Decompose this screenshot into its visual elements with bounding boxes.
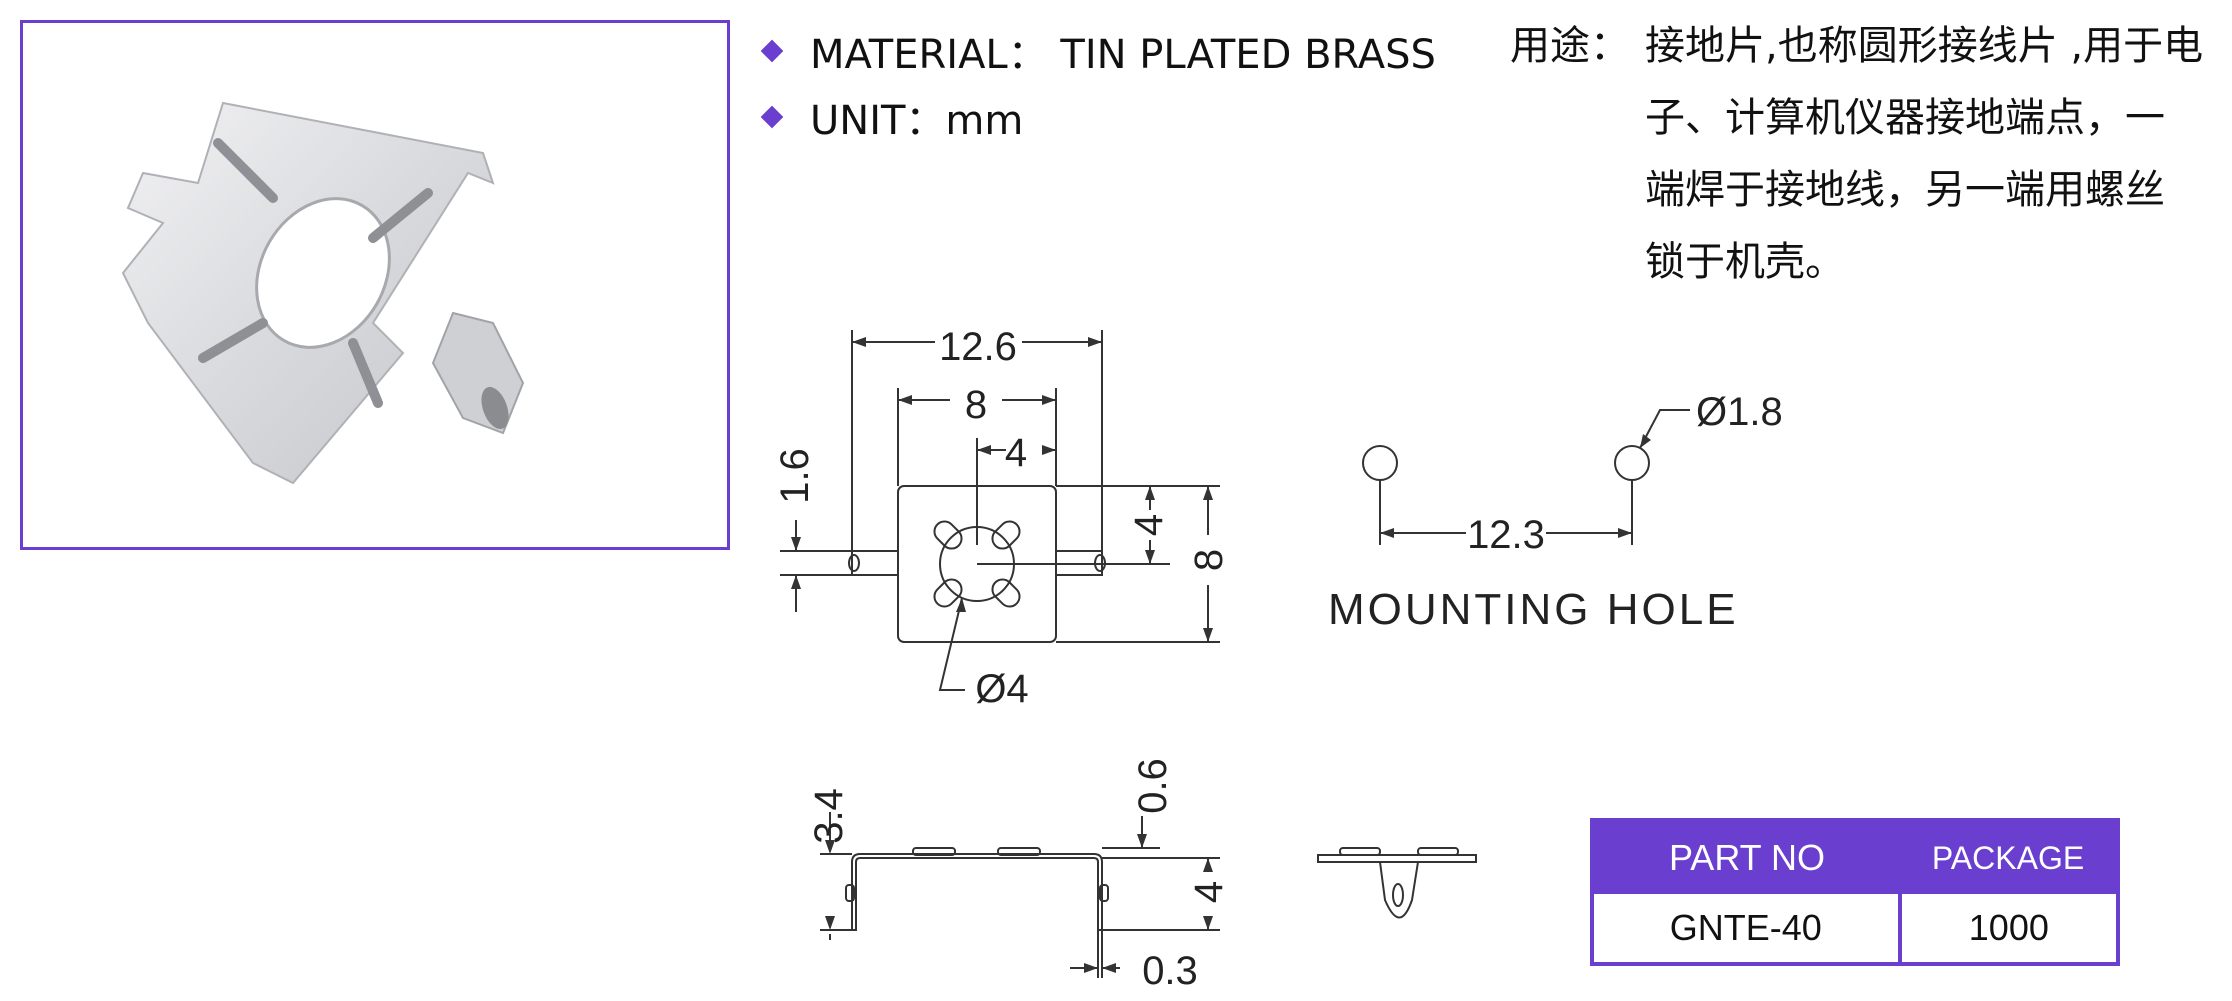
mount-hole-left bbox=[1362, 445, 1398, 481]
dim-tab-width: 1.6 bbox=[773, 448, 817, 504]
table-row: GNTE-40 1000 bbox=[1594, 894, 2116, 962]
usage-line-2: 子、计算机仪器接地端点，一 bbox=[1645, 95, 2165, 141]
dim-width-body: 8 bbox=[965, 383, 987, 427]
dim-mount-spacing: 12.3 bbox=[1467, 513, 1545, 557]
terminal-photo-illustration bbox=[121, 101, 525, 485]
product-photo bbox=[20, 20, 730, 550]
dim-hole-dia: Ø4 bbox=[975, 667, 1028, 711]
cell-part-no: GNTE-40 bbox=[1594, 894, 1902, 962]
dim-tab-thickness: 0.3 bbox=[1142, 949, 1198, 993]
dim-mount-dia: Ø1.8 bbox=[1696, 390, 1783, 434]
mounting-hole-caption: MOUNTING HOLE bbox=[1328, 585, 1739, 634]
end-view bbox=[1317, 847, 1477, 919]
spec-unit-text: UNIT：mm bbox=[810, 98, 1024, 144]
header-part-no: PART NO bbox=[1668, 837, 1826, 878]
header-package: PACKAGE bbox=[1931, 839, 2085, 876]
usage-label: 用途： bbox=[1510, 23, 1630, 69]
spec-material: MATERIAL： TIN PLATED BRASS bbox=[760, 18, 1436, 84]
cell-package: 1000 bbox=[1968, 907, 2049, 948]
dim-side-lower: 4 bbox=[1187, 881, 1231, 903]
dim-center-offset: 4 bbox=[1005, 431, 1027, 475]
left-tab bbox=[851, 550, 899, 576]
usage-line-3: 端焊于接地线，另一端用螺丝 bbox=[1645, 167, 2165, 213]
spec-list: MATERIAL： TIN PLATED BRASS UNIT：mm bbox=[760, 18, 1436, 150]
dim-body-height: 8 bbox=[1187, 549, 1231, 571]
dim-thickness: 0.6 bbox=[1131, 758, 1175, 814]
dim-side-height: 3.4 bbox=[807, 788, 851, 844]
usage-line-1: 接地片,也称圆形接线片 ,用于电 bbox=[1645, 23, 2204, 69]
table-header-row: PART NO PACKAGE bbox=[1594, 822, 2116, 894]
mount-hole-right bbox=[1614, 445, 1650, 481]
side-view-profile bbox=[851, 853, 1103, 931]
dim-width-overall: 12.6 bbox=[939, 325, 1017, 369]
usage-line-4: 锁于机壳。 bbox=[1645, 239, 1845, 285]
part-table: PART NO PACKAGE GNTE-40 1000 bbox=[1590, 818, 2120, 966]
spec-material-text: MATERIAL： TIN PLATED BRASS bbox=[810, 32, 1436, 78]
spec-unit: UNIT：mm bbox=[760, 84, 1436, 150]
dim-half-height: 4 bbox=[1127, 514, 1171, 536]
